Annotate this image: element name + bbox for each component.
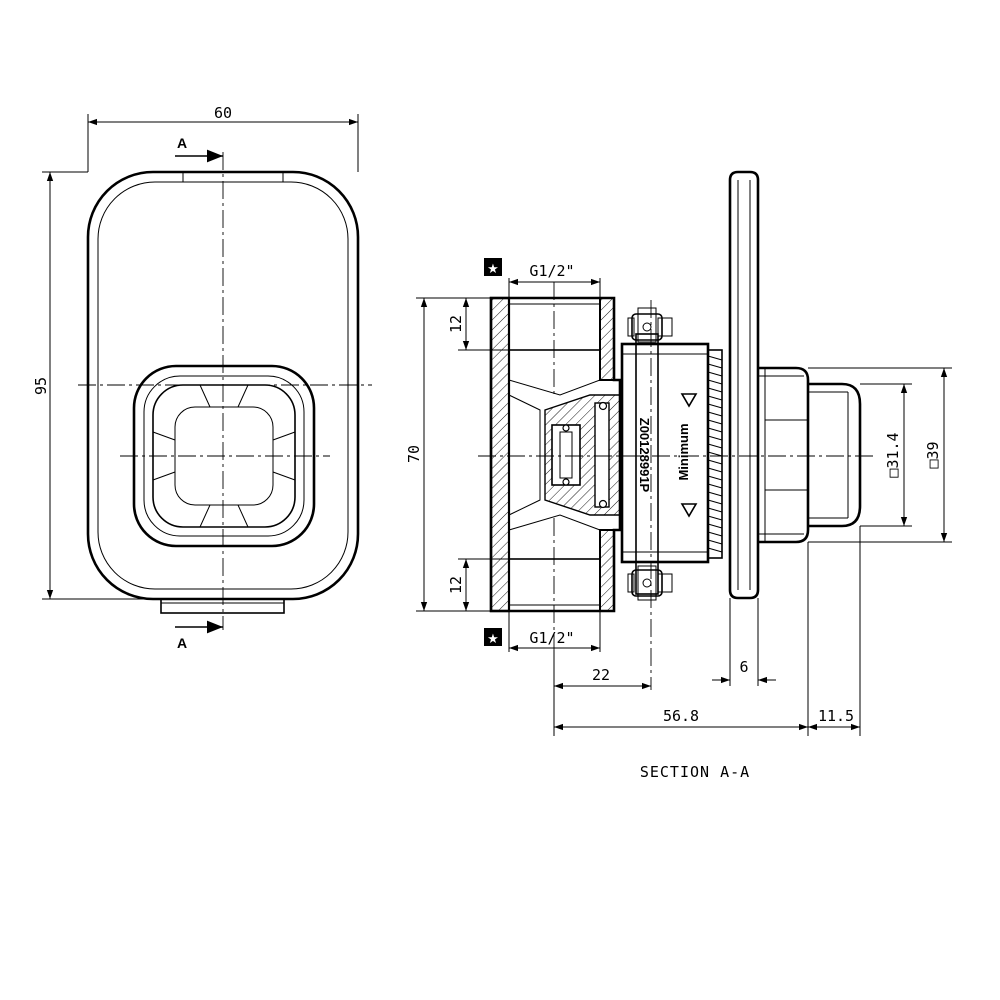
housing-thread bbox=[707, 349, 723, 559]
flow-triangle-bottom bbox=[680, 503, 698, 518]
section-marker-top: A bbox=[177, 135, 187, 151]
thread-bottom-label: G1/2" bbox=[529, 629, 574, 647]
star-symbol-top bbox=[484, 258, 502, 276]
body-wall-left bbox=[489, 296, 511, 613]
body-top-port bbox=[508, 297, 601, 351]
cartridge-core bbox=[551, 424, 581, 486]
dimension-6: 6 bbox=[739, 658, 748, 676]
body-bottom-port-wall bbox=[599, 529, 615, 612]
dimension-22: 22 bbox=[592, 666, 610, 684]
front-view: A A 60 95 bbox=[32, 104, 372, 651]
dimension-70: 70 bbox=[405, 445, 423, 463]
section-knob bbox=[758, 366, 862, 544]
svg-text:★: ★ bbox=[487, 262, 499, 277]
dimension-56-8: 56.8 bbox=[663, 707, 699, 725]
mounting-flange bbox=[635, 333, 659, 595]
thread-top-label: G1/2" bbox=[529, 262, 574, 280]
dimension-width: 60 bbox=[214, 104, 232, 122]
dimension-height: 95 bbox=[32, 377, 50, 395]
front-bottom-stem bbox=[160, 598, 285, 614]
section-view: Z00128991P Minimum ★ bbox=[405, 170, 952, 781]
svg-text:★: ★ bbox=[487, 632, 499, 647]
part-marking: Minimum bbox=[676, 423, 691, 480]
dimension-12-top: 12 bbox=[447, 315, 465, 333]
body-bottom-port bbox=[508, 558, 601, 612]
wall-plate bbox=[728, 170, 760, 600]
body-top-port-wall bbox=[599, 297, 615, 381]
part-number: Z00128991P bbox=[637, 418, 652, 493]
dimension-11-5: 11.5 bbox=[818, 707, 854, 725]
dimension-12-bottom: 12 bbox=[447, 576, 465, 594]
section-caption: SECTION A-A bbox=[640, 763, 750, 781]
section-marker-bottom: A bbox=[177, 635, 187, 651]
front-top-tab bbox=[182, 172, 284, 182]
star-symbol-bottom bbox=[484, 628, 502, 646]
flow-triangle-top bbox=[680, 393, 698, 408]
valve-housing bbox=[620, 342, 710, 564]
dimension-square-39: □39 bbox=[924, 441, 942, 468]
dimension-square-31-4: □31.4 bbox=[884, 432, 902, 477]
